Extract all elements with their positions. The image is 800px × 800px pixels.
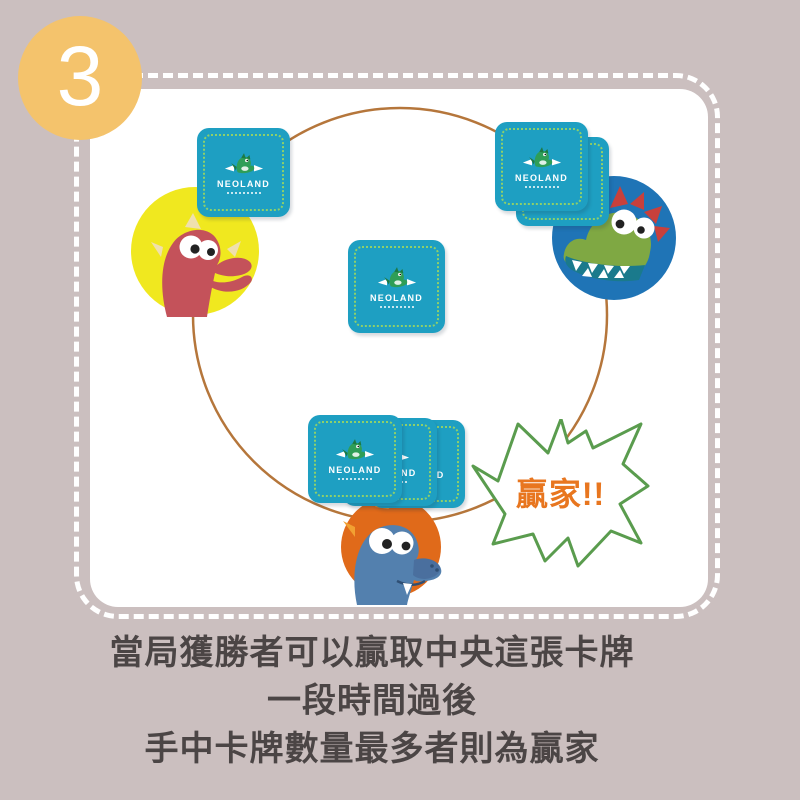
player-left-red-dinosaur-icon: [129, 185, 261, 317]
card-top-player: NEOLAND: [197, 128, 290, 217]
card-dotted-border: NEOLAND: [501, 128, 582, 205]
card-center: NEOLAND: [348, 240, 445, 333]
card-brand-text: NEOLAND: [328, 465, 382, 475]
card-dotted-border: NEOLAND: [314, 421, 396, 497]
card-brand-text: NEOLAND: [370, 292, 423, 303]
card-dotted-border: NEOLAND: [203, 134, 284, 211]
winner-burst: 贏家!!: [468, 419, 653, 579]
step-badge: 3: [18, 16, 142, 140]
card-dotted-border: NEOLAND: [354, 246, 439, 327]
card-brand-text: NEOLAND: [217, 178, 270, 189]
neoland-logo-dino-icon: [377, 266, 416, 287]
card-tagline-bar: [338, 478, 372, 480]
winner-text: 贏家!!: [515, 476, 606, 512]
caption-line-3: 手中卡牌數量最多者則為贏家: [144, 730, 600, 768]
dashed-border-frame: [74, 73, 720, 619]
caption: 當局獲勝者可以贏取中央這張卡牌 一段時間過後 手中卡牌數量最多者則為贏家: [2, 629, 742, 773]
card-bottom-player-front: NEOLAND: [308, 415, 402, 503]
card-tagline-bar: [226, 191, 261, 194]
neoland-logo-dino-icon: [522, 146, 561, 167]
caption-line-1: 當局獲勝者可以贏取中央這張卡牌: [109, 634, 635, 672]
game-board-panel: NEOLAND NEOLAND: [90, 89, 708, 607]
card-brand-text: NEOLAND: [515, 172, 568, 183]
card-tagline-bar: [379, 305, 414, 308]
neoland-logo-dino-icon: [335, 439, 375, 460]
starburst-outline-icon: [471, 419, 650, 568]
caption-line-2: 一段時間過後: [267, 682, 477, 720]
neoland-logo-dino-icon: [224, 152, 263, 173]
player-bottom-blue-dinosaur-icon: [335, 493, 447, 607]
card-right-player-front: NEOLAND: [495, 122, 588, 211]
step-number: 3: [56, 29, 104, 123]
card-tagline-bar: [524, 185, 559, 188]
